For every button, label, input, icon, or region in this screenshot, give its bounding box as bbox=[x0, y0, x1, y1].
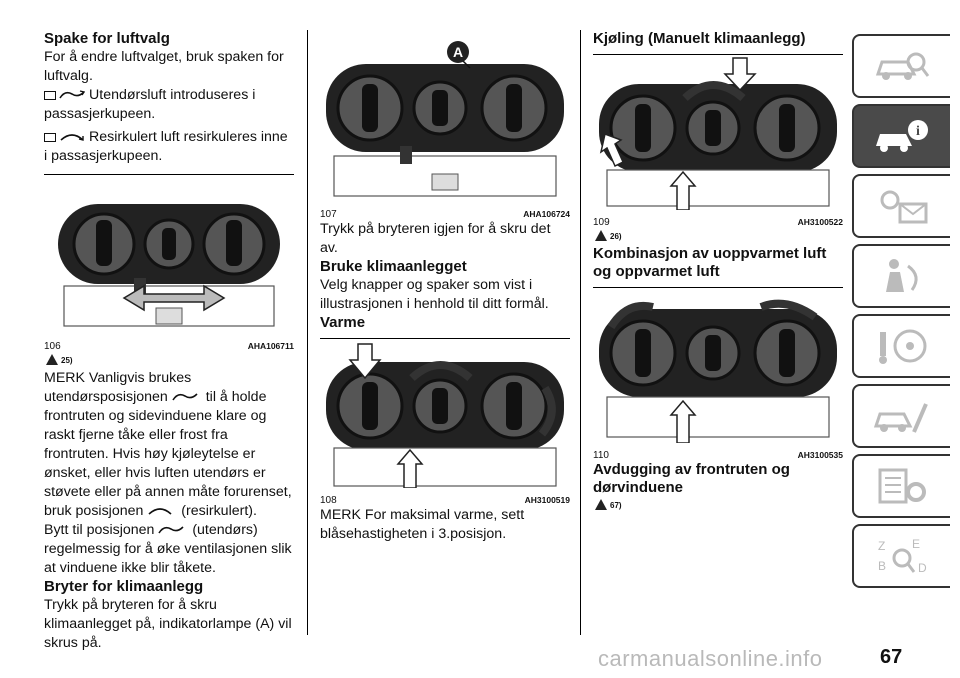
page-number: 67 bbox=[880, 646, 903, 668]
outside-air-indicator-icon bbox=[44, 90, 85, 100]
figure-code: AH3100522 bbox=[797, 217, 843, 227]
warning-triangle-icon bbox=[46, 354, 58, 365]
checklist-gear-icon bbox=[878, 468, 926, 504]
figure-number: 110 bbox=[593, 450, 609, 461]
heading-luftvalg: Spake for luftvalg bbox=[44, 30, 170, 47]
mixed-air-illustration bbox=[599, 299, 837, 444]
heading-bruke: Bruke klimaanlegget bbox=[320, 258, 467, 275]
svg-text:B: B bbox=[878, 559, 886, 573]
figure-number: 107 bbox=[320, 209, 337, 220]
recirculation-inline-icon bbox=[147, 506, 173, 516]
figure-109: 109 AH3100522 bbox=[593, 54, 843, 228]
climate-panel-illustration bbox=[58, 204, 280, 327]
tab-safety[interactable] bbox=[852, 244, 950, 308]
tab-maintenance[interactable] bbox=[852, 384, 950, 448]
column-divider-2 bbox=[580, 30, 581, 635]
text-bytt: Bytt til posisjonen (utendørs) regelmess… bbox=[44, 522, 292, 576]
text-merk-varme: MERK For maksimal varme, sett blåsehasti… bbox=[320, 507, 525, 542]
figure-code: AH3100535 bbox=[797, 450, 843, 460]
chapter-tabs: i Z E B D bbox=[852, 34, 960, 594]
seatbelt-airbag-icon bbox=[886, 259, 918, 292]
heading-kombinasjon: Kombinasjon av uoppvarmet luft og oppvar… bbox=[593, 245, 827, 280]
text-resirk: Resirkulert luft resirkuleres inne i pas… bbox=[44, 129, 288, 164]
callout-label-a: A bbox=[453, 44, 463, 60]
watermark: carmanualsonline.info bbox=[598, 646, 823, 671]
text-trykk: Trykk på bryteren igjen for å skru det a… bbox=[320, 221, 551, 256]
figure-number: 108 bbox=[320, 495, 337, 506]
text-velg: Velg knapper og spaker som vist i illust… bbox=[320, 277, 549, 312]
tab-starting-driving[interactable] bbox=[852, 314, 950, 378]
car-search-icon bbox=[875, 52, 930, 80]
tab-technical-data[interactable] bbox=[852, 454, 950, 518]
figure-code: AHA106711 bbox=[247, 341, 294, 351]
car-wrench-icon bbox=[873, 403, 928, 433]
tab-car-search[interactable] bbox=[852, 34, 950, 98]
column-1: Spake for luftvalg For å endre luftvalge… bbox=[44, 30, 294, 653]
svg-text:E: E bbox=[912, 537, 920, 551]
figure-number: 109 bbox=[593, 217, 610, 228]
warning-note-67: 67) bbox=[595, 499, 843, 510]
heating-settings-illustration bbox=[326, 343, 564, 489]
figure-110: 110 AH3100535 bbox=[593, 287, 843, 461]
svg-text:Z: Z bbox=[878, 539, 885, 553]
outside-air-inline-icon-2 bbox=[158, 525, 184, 535]
warning-note-26: 26) bbox=[595, 230, 843, 241]
text-bryter: Trykk på bryteren for å skru klimaanlegg… bbox=[44, 597, 292, 651]
warning-triangle-icon bbox=[595, 230, 607, 241]
ac-button-illustration: A bbox=[326, 41, 564, 197]
column-2: A 107 AHA106724 Trykk på bryteren igjen f… bbox=[320, 30, 570, 544]
heading-kjoling: Kjøling (Manuelt klimaanlegg) bbox=[593, 30, 806, 47]
figure-106: 106 AHA106711 bbox=[44, 174, 294, 352]
figure-code: AHA106724 bbox=[523, 209, 570, 219]
warning-triangle-icon bbox=[595, 499, 607, 510]
column-divider-1 bbox=[307, 30, 308, 635]
text-utendors: Utendørsluft introduseres i passasjerkup… bbox=[44, 87, 256, 122]
text-luftvalg: For å endre luftvalget, bruk spaken for … bbox=[44, 49, 284, 84]
heading-avdugging: Avdugging av frontruten og dørvinduene bbox=[593, 461, 790, 496]
tab-index[interactable]: Z E B D bbox=[852, 524, 950, 588]
index-search-icon: Z E B D bbox=[878, 537, 927, 575]
figure-code: AH3100519 bbox=[524, 495, 570, 505]
warning-note-25: 25) bbox=[46, 354, 294, 365]
figure-107: A 107 AHA106724 bbox=[320, 34, 570, 220]
cooling-settings-illustration bbox=[599, 57, 837, 211]
svg-text:D: D bbox=[918, 561, 927, 575]
tab-car-info[interactable]: i bbox=[852, 104, 950, 168]
warning-light-mail-icon bbox=[880, 190, 928, 224]
figure-number: 106 bbox=[44, 341, 61, 352]
tab-warning-lights[interactable] bbox=[852, 174, 950, 238]
heading-varme: Varme bbox=[320, 314, 366, 331]
key-steering-icon bbox=[879, 329, 927, 364]
outside-air-inline-icon bbox=[172, 392, 198, 402]
text-merk-1: MERK Vanligvis brukes utendørsposisjonen… bbox=[44, 370, 292, 519]
figure-108: 108 AH3100519 bbox=[320, 338, 570, 506]
recirculation-indicator-icon bbox=[44, 132, 85, 142]
car-info-icon: i bbox=[876, 120, 928, 152]
heading-bryter: Bryter for klimaanlegg bbox=[44, 578, 204, 595]
svg-text:i: i bbox=[916, 124, 920, 139]
